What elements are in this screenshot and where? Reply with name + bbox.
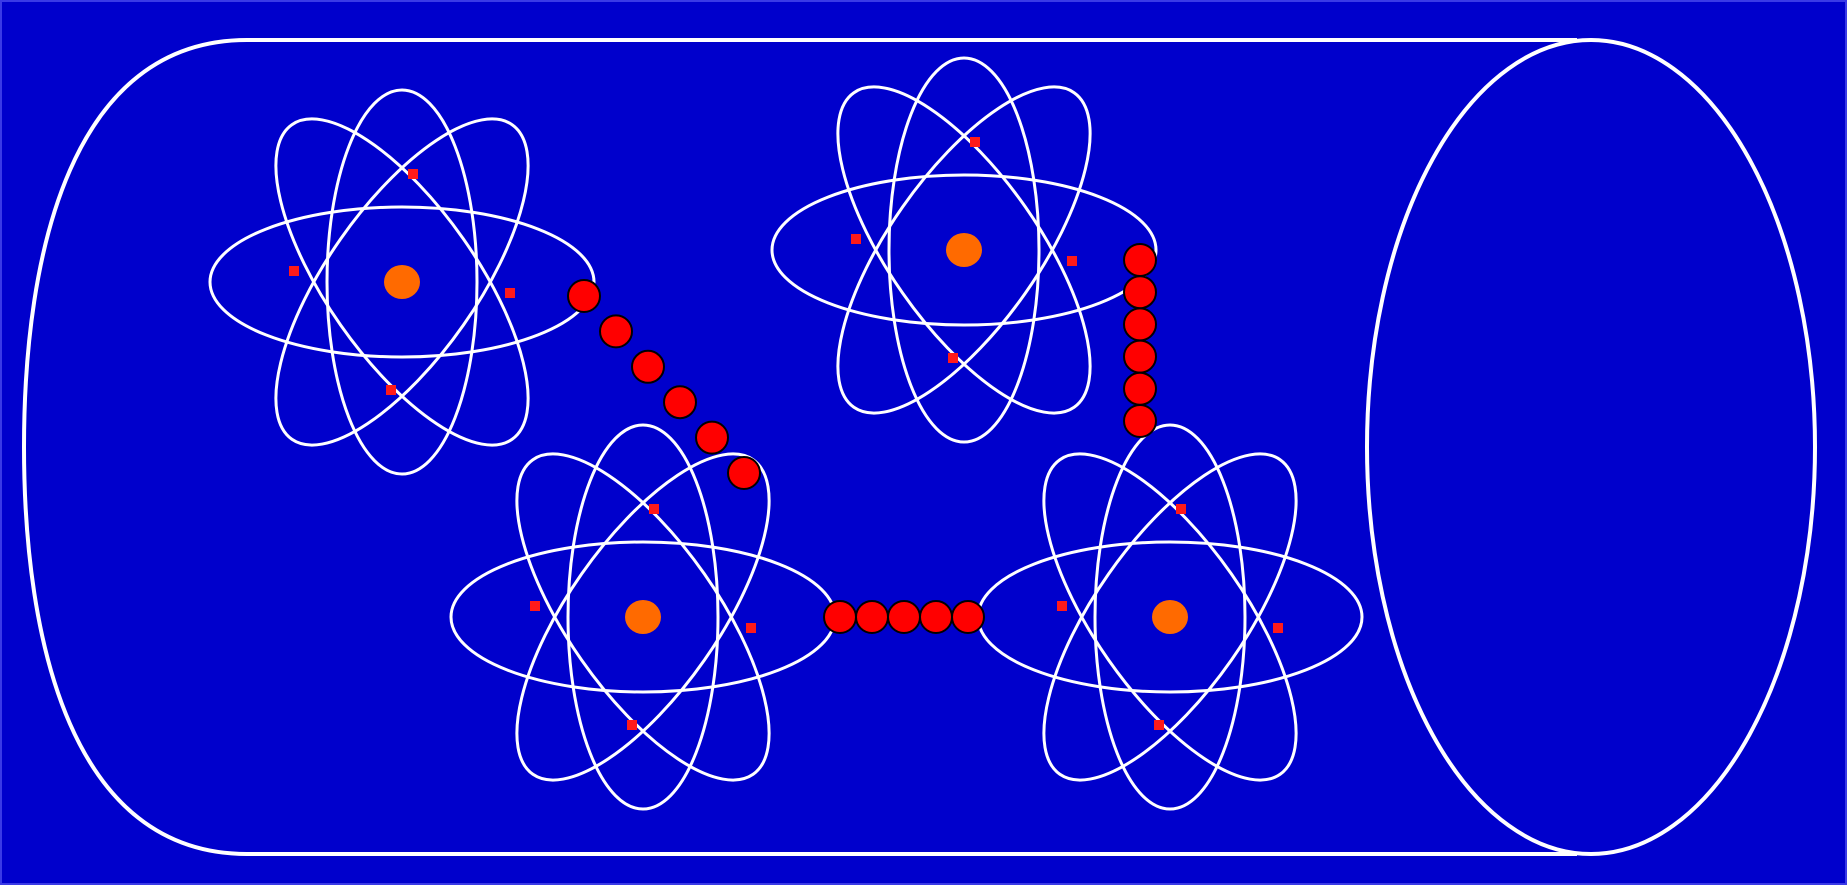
nucleus (946, 233, 982, 267)
bond-top-left-to-bottom-left (568, 280, 760, 489)
electron (948, 353, 958, 363)
bond-bead (1124, 244, 1156, 276)
bond-bead (888, 601, 920, 633)
bond-bead (856, 601, 888, 633)
electron (386, 385, 396, 395)
bond-bead (1124, 308, 1156, 340)
bond-bead (920, 601, 952, 633)
bond-bead (728, 457, 760, 489)
bond-top-right-to-bottom-right (1124, 244, 1156, 437)
bond-bead (824, 601, 856, 633)
electron (289, 266, 299, 276)
bond-bead (1124, 405, 1156, 437)
atom-top-right (772, 50, 1156, 451)
nucleus (384, 265, 420, 299)
bond-bead (1124, 341, 1156, 373)
atom-top-left (210, 82, 594, 483)
atom-bottom-left (451, 417, 835, 818)
bond-bead (568, 280, 600, 312)
electron (851, 234, 861, 244)
cylinder-body-outline (24, 40, 1577, 854)
atom-bottom-right (978, 417, 1362, 818)
bond-bead (952, 601, 984, 633)
electron (970, 137, 980, 147)
bond-bead (600, 315, 632, 347)
cylinder-container (24, 40, 1815, 854)
electron (1154, 720, 1164, 730)
nucleus (1152, 600, 1188, 634)
bond-bead (1124, 276, 1156, 308)
bond-bead (696, 422, 728, 454)
cylinder-end-cap (1367, 40, 1815, 854)
electron (1057, 601, 1067, 611)
atoms-group (210, 50, 1362, 818)
electron (408, 169, 418, 179)
bond-bead (632, 351, 664, 383)
electron (1273, 623, 1283, 633)
electron (1067, 256, 1077, 266)
electron (530, 601, 540, 611)
bonds-group (568, 244, 1156, 633)
electron (505, 288, 515, 298)
nucleus (625, 600, 661, 634)
electron (1176, 504, 1186, 514)
electron (649, 504, 659, 514)
bond-bead (1124, 373, 1156, 405)
bond-bead (664, 386, 696, 418)
bond-bottom-left-to-bottom-right (824, 601, 984, 633)
electron (627, 720, 637, 730)
electron (746, 623, 756, 633)
